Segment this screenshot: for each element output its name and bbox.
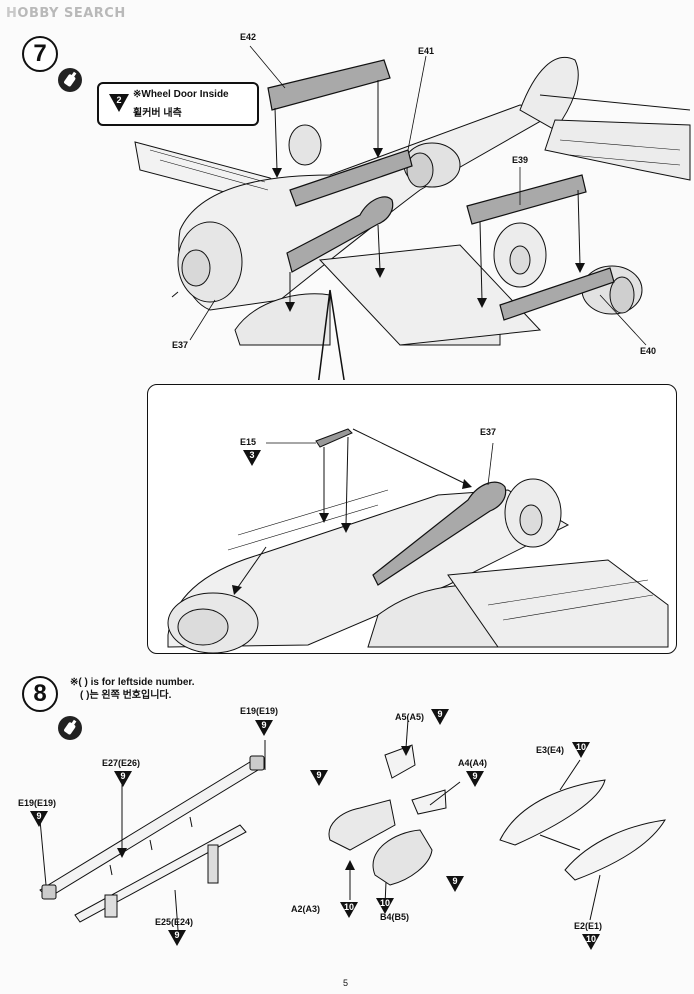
label-e3: E3(E4) xyxy=(536,745,565,755)
wheel-door-note-ko: 휠커버 내측 xyxy=(133,108,182,119)
step-8-note-ko: ( )는 왼쪽 번호입니다. xyxy=(80,690,172,701)
badge-e3: 10 xyxy=(572,742,590,758)
watermark-logo: H xyxy=(6,6,18,21)
badge-intake-left: 9 xyxy=(310,770,328,786)
label-e39: E39 xyxy=(512,155,529,165)
note-badge-number: 2 xyxy=(116,95,122,105)
badge-b4-number: 10 xyxy=(379,898,390,908)
label-e15: E15 xyxy=(240,437,257,447)
label-e19-top: E19(E19) xyxy=(240,706,279,716)
label-e25: E25(E24) xyxy=(155,917,194,927)
badge-a4-number: 9 xyxy=(472,771,478,781)
badge-e25: 9 xyxy=(168,930,186,946)
badge-a5: 9 xyxy=(431,709,449,725)
badge-intake-right: 9 xyxy=(446,876,464,892)
step-7-number: 7 xyxy=(22,36,58,72)
badge-intake-left-number: 9 xyxy=(316,770,322,780)
step-8-illustration xyxy=(39,719,666,931)
label-a5: A5(A5) xyxy=(395,712,425,722)
badge-a2: 10 xyxy=(340,902,358,918)
badge-e19-top-number: 9 xyxy=(261,720,267,730)
page-number: 5 xyxy=(343,978,349,988)
step-8-number: 8 xyxy=(22,676,58,712)
badge-e19-top: 9 xyxy=(255,720,273,736)
part-e42 xyxy=(267,59,391,111)
cement-icon-8 xyxy=(58,716,82,740)
label-e27: E27(E26) xyxy=(102,758,141,768)
label-e40: E40 xyxy=(640,346,657,356)
watermark-text: OBBY SEARCH xyxy=(17,6,126,21)
badge-e15: 3 xyxy=(243,450,261,466)
step-8-note-en: ※( ) is for leftside number. xyxy=(70,677,195,688)
badge-a2-number: 10 xyxy=(343,902,354,912)
step-7-illustration xyxy=(134,45,691,380)
detail-illustration xyxy=(167,428,669,654)
badge-e15-number: 3 xyxy=(249,450,255,460)
badge-e2: 10 xyxy=(582,934,600,950)
badge-e19-left: 9 xyxy=(30,811,48,827)
badge-a5-number: 9 xyxy=(437,709,443,719)
detail-box xyxy=(147,384,677,654)
cement-icon xyxy=(58,68,82,92)
badge-e27: 9 xyxy=(114,771,132,787)
note-badge: 2 xyxy=(109,94,129,112)
wheel-door-note-en: ※Wheel Door Inside xyxy=(133,89,229,100)
badge-a4: 9 xyxy=(466,771,484,787)
label-detail-e37: E37 xyxy=(480,427,497,437)
label-a2: A2(A3) xyxy=(291,904,321,914)
badge-e27-number: 9 xyxy=(120,771,126,781)
watermark: HOBBY SEARCH xyxy=(6,6,126,21)
badge-e25-number: 9 xyxy=(174,930,180,940)
step-8-note: ※( ) is for leftside number. ( )는 왼쪽 번호입… xyxy=(70,676,195,702)
badge-e2-number: 10 xyxy=(585,934,596,944)
label-e19-left: E19(E19) xyxy=(18,798,57,808)
label-a4: A4(A4) xyxy=(458,758,488,768)
badge-b4: 10 xyxy=(376,898,394,914)
label-e41: E41 xyxy=(418,46,435,56)
badge-e3-number: 10 xyxy=(575,742,586,752)
badge-e19-left-number: 9 xyxy=(36,811,42,821)
label-b4: B4(B5) xyxy=(380,912,410,922)
badge-intake-right-number: 9 xyxy=(452,876,458,886)
label-e37: E37 xyxy=(172,340,189,350)
wheel-door-note: 2 ※Wheel Door Inside 휠커버 내측 xyxy=(97,82,259,126)
label-e42: E42 xyxy=(240,32,257,42)
label-e2: E2(E1) xyxy=(574,921,603,931)
